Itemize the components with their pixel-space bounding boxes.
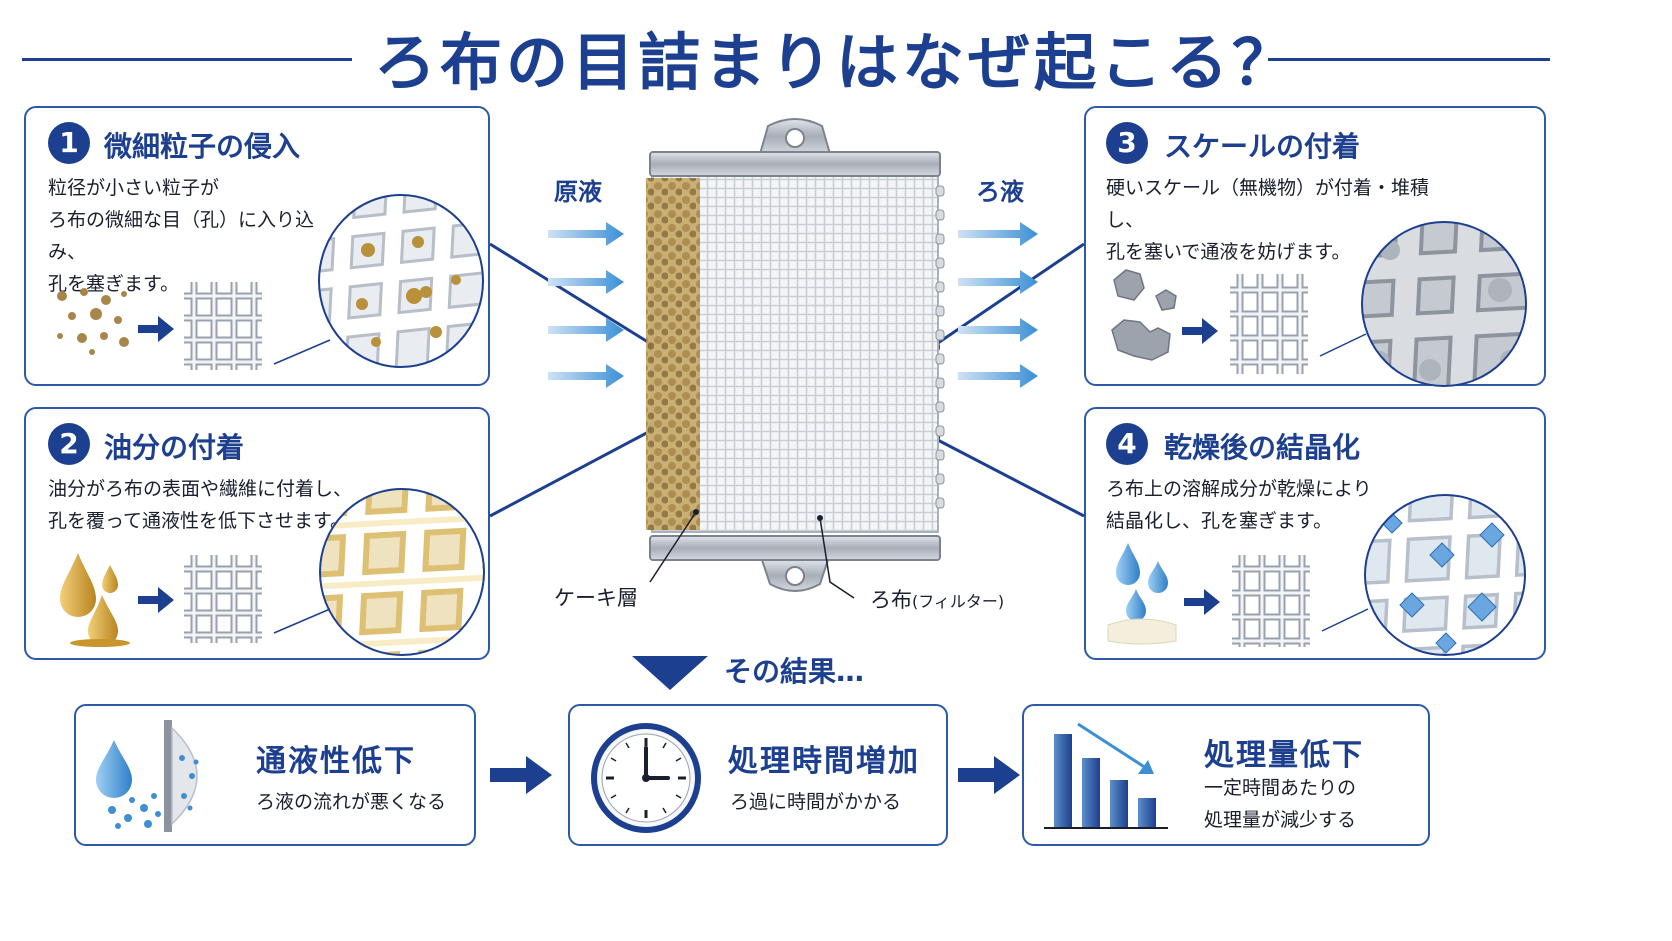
result-arrow-1	[490, 756, 552, 794]
result-heading: その結果…	[724, 655, 865, 688]
cause-text-1: 粒径が小さい粒子が ろ布の微細な目（孔）に入り込み、 孔を塞ぎます。	[48, 177, 315, 295]
result-card-2: 処理時間増加 ろ過に時間がかかる	[568, 704, 948, 846]
result-title-1: 通液性低下	[256, 744, 416, 779]
cause-number-2: 2	[48, 423, 90, 465]
connector-line-3	[1319, 333, 1367, 357]
result-text-1: ろ液の流れが悪くなる	[256, 791, 447, 813]
cause-number-1: 1	[48, 122, 90, 164]
clock-icon	[591, 723, 701, 833]
decreasing-bar-chart-icon	[1044, 722, 1168, 829]
cause-text-2: 油分がろ布の表面や繊維に付着し、 孔を覆って通液性を低下させます。	[48, 478, 353, 532]
title-rule-left	[22, 58, 352, 61]
mesh-icon	[1232, 555, 1310, 647]
cause-card-1: 1 微細粒子の侵入 粒径が小さい粒子が ろ布の微細な目（孔）に入り込み、 孔を塞…	[24, 106, 490, 386]
scale-closeup-magnifier	[1361, 221, 1527, 387]
crystal-closeup-magnifier	[1364, 494, 1526, 656]
cause-title-4: 乾燥後の結晶化	[1164, 431, 1361, 464]
filtrate-label: ろ液	[976, 178, 1024, 206]
cause-card-4: 4 乾燥後の結晶化 ろ布上の溶解成分が乾燥により 結晶化し、孔を塞ぎます。	[1084, 407, 1546, 660]
mesh-icon	[184, 555, 262, 643]
cake-layer-label: ケーキ層	[554, 586, 638, 610]
inflow-arrows	[548, 222, 624, 388]
cause-title-1: 微細粒子の侵入	[104, 130, 301, 163]
result-text-3: 一定時間あたりの 処理量が減少する	[1204, 777, 1357, 831]
outflow-arrows	[958, 222, 1038, 388]
feed-label: 原液	[554, 178, 602, 206]
oil-closeup-magnifier	[319, 488, 485, 656]
result-title-2: 処理時間増加	[728, 744, 920, 779]
cause-text-4: ろ布上の溶解成分が乾燥により 結晶化し、孔を塞ぎます。	[1106, 478, 1372, 532]
cause-number-4: 4	[1106, 423, 1148, 465]
connector-line-1	[273, 339, 331, 365]
cause-number-3: 3	[1106, 122, 1148, 164]
filter-cloth-label: ろ布(フィルター)	[870, 584, 1004, 614]
cause-card-2: 2 油分の付着 油分がろ布の表面や繊維に付着し、 孔を覆って通液性を低下させます…	[24, 407, 490, 660]
right-arrow-icon	[1182, 318, 1218, 344]
mesh-icon	[184, 282, 262, 370]
right-arrow-icon	[138, 587, 174, 613]
result-title-3: 処理量低下	[1204, 738, 1364, 773]
mesh-icon	[1230, 274, 1308, 374]
scale-deposits-icon	[1111, 269, 1177, 361]
connector-line-2	[273, 608, 331, 634]
filter-plate	[646, 118, 945, 599]
particle-closeup-magnifier	[318, 194, 484, 368]
right-arrow-icon	[1184, 589, 1220, 615]
cause-title-3: スケールの付着	[1164, 130, 1361, 163]
water-drops-dry-icon	[1107, 543, 1177, 645]
filter-cloth-main: ろ布	[870, 588, 912, 612]
result-text-2: ろ過に時間がかかる	[730, 791, 902, 813]
cause-text-3: 硬いスケール（無機物）が付着・堆積し、 孔を塞いで通液を妨げます。	[1106, 177, 1430, 263]
connector-line-4	[1321, 608, 1369, 632]
filter-cloth-sub: (フィルター)	[912, 592, 1005, 611]
title-rule-right	[1268, 58, 1550, 61]
oil-drops-icon	[60, 553, 130, 647]
cause-card-3: 3 スケールの付着 硬いスケール（無機物）が付着・堆積し、 孔を塞いで通液を妨げ…	[1084, 106, 1546, 387]
right-arrow-icon	[138, 316, 174, 342]
down-triangle-icon	[632, 656, 708, 690]
fine-particles-icon	[57, 288, 129, 355]
flow-blocked-icon	[96, 720, 199, 832]
cause-title-2: 油分の付着	[104, 431, 245, 464]
result-card-3: 処理量低下 一定時間あたりの 処理量が減少する	[1022, 704, 1430, 846]
result-card-1: 通液性低下 ろ液の流れが悪くなる	[74, 704, 476, 846]
page-title: ろ布の目詰まりはなぜ起こる？	[373, 26, 1298, 99]
result-arrow-2	[958, 756, 1020, 794]
